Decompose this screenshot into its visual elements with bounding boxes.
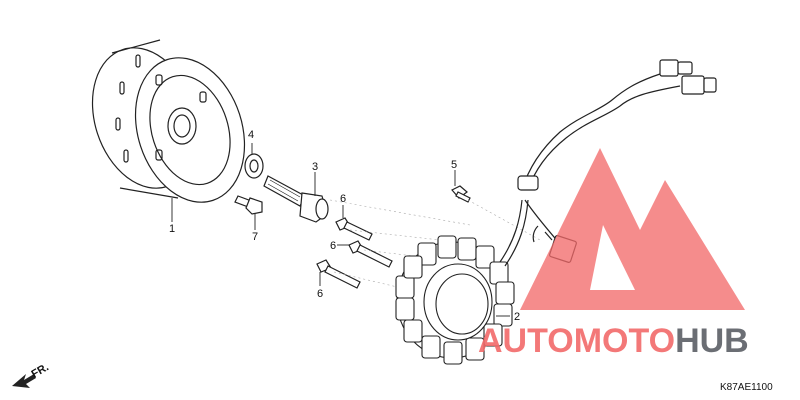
flywheel-bolt-drawing [263,175,329,223]
washer-drawing [244,153,264,179]
leader-lines [171,143,510,317]
stator-bolts-drawing [316,217,393,289]
callout-6-middle: 6 [330,240,336,252]
front-arrow-icon [12,374,36,388]
callout-6-bottom: 6 [317,288,323,300]
drawing-code: K87AE1100 [720,382,773,393]
callout-7: 7 [252,231,258,243]
bolt-5-drawing [451,185,471,203]
triangle-logo-icon [520,148,745,310]
bolt-7-drawing [234,195,263,215]
stator-drawing [395,235,515,365]
callout-4: 4 [248,129,254,141]
callout-5: 5 [451,159,457,171]
callout-6-top: 6 [340,193,346,205]
callout-2: 2 [514,311,520,323]
callout-1: 1 [169,223,175,235]
direction-label: FR. [30,361,51,380]
callout-3: 3 [312,161,318,173]
watermark-logo: AUTOMOTOHUB [478,148,749,360]
watermark-brand-part2: HUB [675,322,749,360]
front-direction-indicator: FR. [12,361,51,388]
watermark-brand: AUTOMOTOHUB [478,322,749,360]
flywheel-drawing [91,39,246,203]
watermark-brand-part1: AUTOMOTO [478,322,675,360]
